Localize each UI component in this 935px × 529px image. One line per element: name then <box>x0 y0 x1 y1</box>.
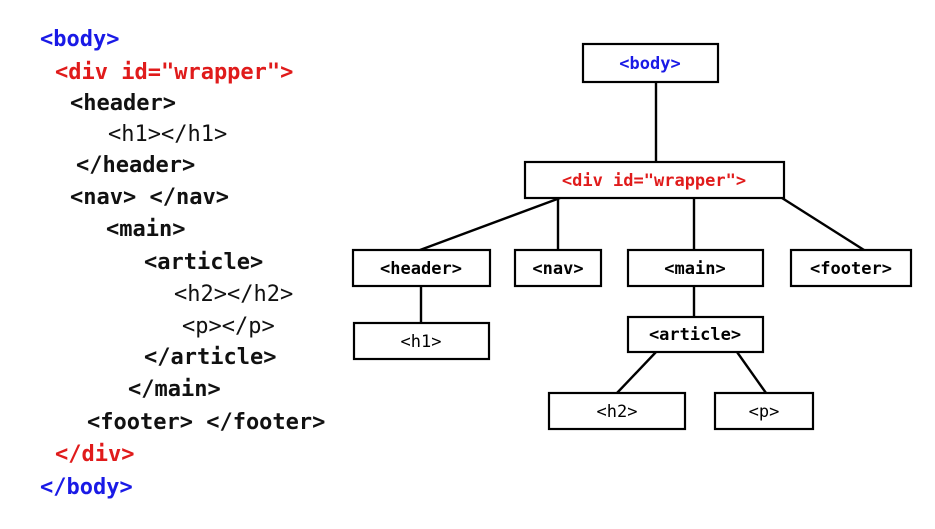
node-header: <header> <box>351 248 492 288</box>
node-p-label: <p> <box>749 402 780 422</box>
code-p: <p></p> <box>182 314 275 339</box>
node-article: <article> <box>626 315 765 354</box>
node-body: <body> <box>581 42 720 84</box>
edge-article-h2 <box>616 351 657 394</box>
node-nav-label: <nav> <box>532 259 583 279</box>
code-header-open: <header> <box>70 91 176 116</box>
node-main: <main> <box>626 248 765 288</box>
node-wrapper-label: <div id="wrapper"> <box>562 171 746 191</box>
code-h2: <h2></h2> <box>174 282 294 307</box>
node-nav: <nav> <box>513 248 603 288</box>
node-main-label: <main> <box>664 259 725 279</box>
node-h1-label: <h1> <box>401 332 442 352</box>
edge-article-p <box>736 351 767 394</box>
node-h1: <h1> <box>352 321 491 361</box>
code-footer: <footer> </footer> <box>87 410 326 435</box>
code-h1: <h1></h1> <box>108 122 228 147</box>
code-article-close: </article> <box>144 345 277 370</box>
code-body-open: <body> <box>40 27 120 52</box>
code-article-open: <article> <box>144 250 264 275</box>
node-p: <p> <box>713 391 815 431</box>
node-footer-label: <footer> <box>810 259 892 279</box>
code-main-close: </main> <box>128 377 221 402</box>
edge-wrapper-header <box>419 196 561 252</box>
node-wrapper: <div id="wrapper"> <box>523 160 786 200</box>
code-body-close: </body> <box>40 475 133 500</box>
code-div-open: <div id="wrapper"> <box>55 60 294 85</box>
edge-wrapper-footer <box>781 196 865 252</box>
node-header-label: <header> <box>380 259 462 279</box>
code-nav: <nav> </nav> <box>70 185 229 210</box>
node-article-label: <article> <box>649 325 741 345</box>
code-div-close: </div> <box>55 442 135 467</box>
code-header-close: </header> <box>76 153 196 178</box>
node-body-label: <body> <box>619 54 680 74</box>
code-main-open: <main> <box>106 217 186 242</box>
node-footer: <footer> <box>789 248 913 288</box>
node-h2: <h2> <box>547 391 687 431</box>
node-h2-label: <h2> <box>597 402 638 422</box>
